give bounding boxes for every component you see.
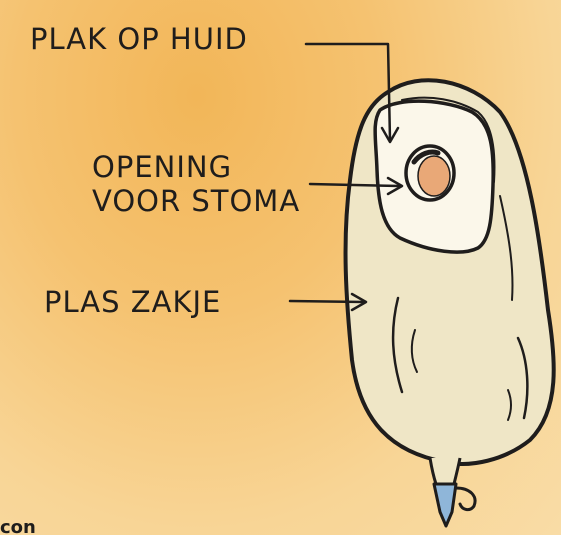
arrow-urine-bag xyxy=(290,294,366,310)
label-urine-bag: PLAS ZAKJE xyxy=(44,285,221,319)
label-stoma-opening: OPENING VOOR STOMA xyxy=(92,150,300,218)
label-stoma-opening-line2: VOOR STOMA xyxy=(92,184,300,218)
label-skin-plate: PLAK OP HUID xyxy=(30,22,248,56)
drain-tap-hook xyxy=(456,488,475,510)
corner-text-value: con xyxy=(0,518,36,535)
drain-tap xyxy=(434,484,456,526)
drain-neck xyxy=(430,458,460,484)
corner-text: con xyxy=(0,518,36,535)
label-urine-bag-text: PLAS ZAKJE xyxy=(44,285,221,319)
label-skin-plate-text: PLAK OP HUID xyxy=(30,22,248,56)
label-stoma-opening-line1: OPENING xyxy=(92,150,300,184)
stoma xyxy=(418,156,450,196)
